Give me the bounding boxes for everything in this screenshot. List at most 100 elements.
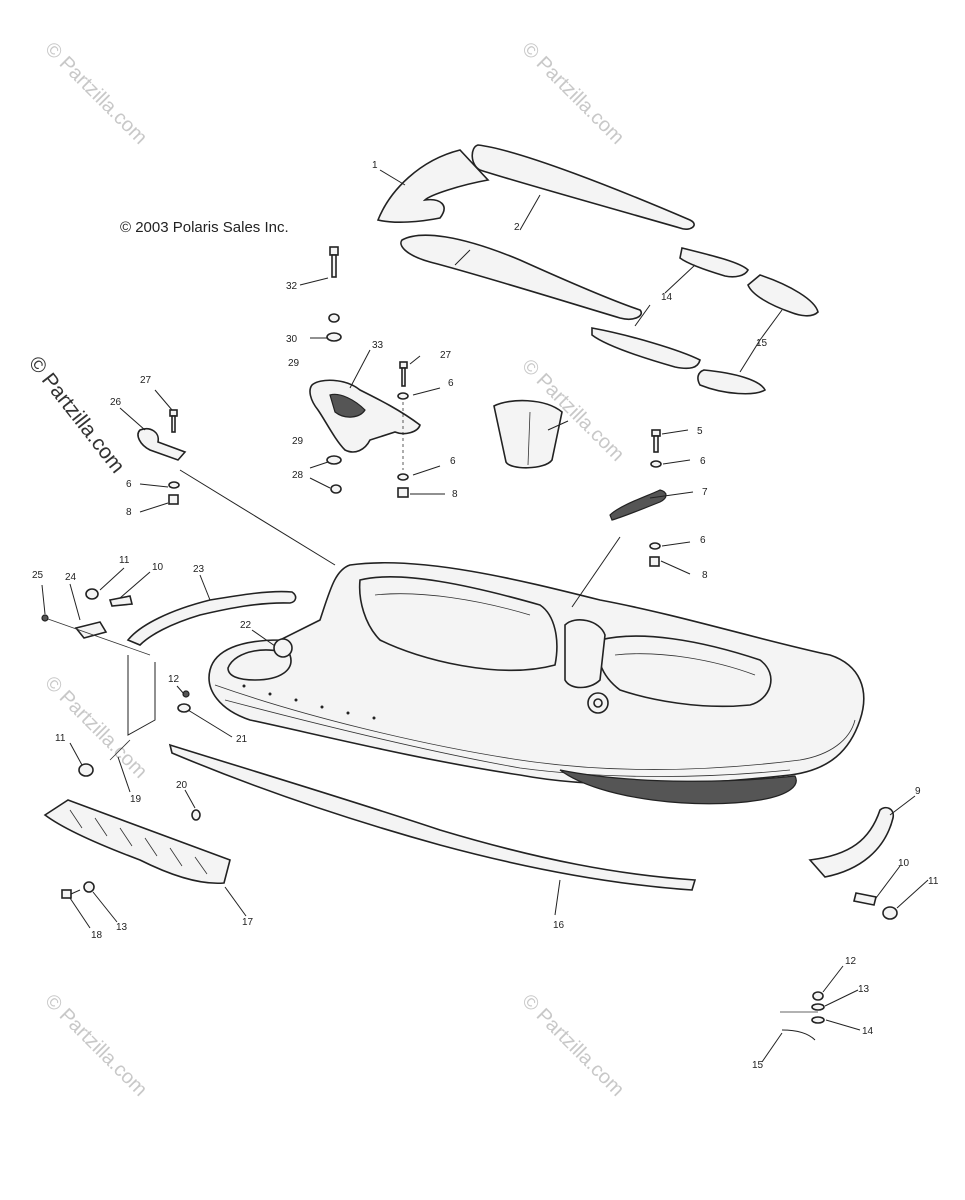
part-9-trim — [808, 806, 895, 878]
part-33-cup — [493, 399, 563, 469]
part-15-link — [781, 1029, 816, 1041]
label-6-right-lower: 6 — [700, 535, 706, 546]
label-21: 21 — [236, 734, 248, 745]
part-28-nut — [330, 484, 342, 494]
part-33-cup-seam — [527, 411, 531, 466]
leader-lines — [41, 169, 929, 1063]
label-29: 29 — [288, 358, 300, 369]
label-12-right: 12 — [845, 956, 857, 967]
label-8-left: 8 — [126, 507, 132, 518]
label-32: 33 — [372, 340, 384, 351]
label-9: 9 — [915, 786, 921, 797]
assembly-line — [47, 618, 151, 656]
label-18: 18 — [91, 930, 103, 941]
part-4-tail-mat-lower — [697, 369, 767, 395]
part-27-bolt-shank — [171, 415, 176, 433]
part-8-nut — [397, 487, 409, 498]
part-4-tail-mat-upper — [747, 274, 819, 317]
part-32-bracket-cavity — [329, 393, 366, 418]
part-6-washer — [650, 460, 662, 468]
label-28: 28 — [292, 470, 304, 481]
part-18-bolt-head — [61, 889, 72, 899]
part-14-washer — [811, 1016, 825, 1024]
label-6-left: 6 — [126, 479, 132, 490]
label-22: 22 — [240, 620, 252, 631]
part-27-bolt-shank — [401, 367, 406, 387]
label-3: 14 — [661, 292, 673, 303]
label-27: 27 — [440, 350, 452, 361]
part-26-bracket — [137, 427, 187, 461]
part-13-washer — [83, 881, 95, 893]
part-8-nut — [168, 494, 179, 505]
part-11-nut — [85, 588, 99, 600]
part-25-screw — [41, 614, 49, 622]
label-24: 24 — [65, 572, 77, 583]
part-18-bolt-shank — [70, 889, 81, 895]
hull — [208, 561, 865, 805]
part-17-grate — [43, 799, 231, 885]
part-31-bolt-head — [329, 246, 339, 256]
label-23: 23 — [193, 564, 205, 575]
label-6: 6 — [448, 378, 454, 389]
label-7: 7 — [702, 487, 708, 498]
part-27-bolt-head — [169, 409, 178, 417]
part-12-screw — [182, 690, 190, 698]
part-10-fastener — [853, 892, 877, 906]
part-6-washer — [397, 473, 409, 481]
part-30-nut — [328, 313, 340, 323]
label-17: 17 — [242, 917, 254, 928]
label-30: 30 — [286, 334, 298, 345]
label-14: 14 — [862, 1026, 874, 1037]
part-11-nut — [78, 763, 94, 777]
part-7-strap — [609, 489, 667, 521]
part-20-plug — [191, 809, 201, 821]
part-3-rear-mat-lower — [591, 327, 701, 370]
part-11-nut — [882, 906, 898, 920]
label-13-right: 13 — [858, 984, 870, 995]
label-4: 15 — [756, 338, 768, 349]
label-5: 5 — [697, 426, 703, 437]
label-2: 2 — [514, 222, 520, 233]
label-11-lower: 11 — [55, 733, 66, 744]
part-6-washer — [397, 392, 409, 400]
part-29-washer-lower — [326, 455, 342, 465]
label-12: 12 — [168, 674, 180, 685]
label-26: 26 — [110, 397, 122, 408]
part-23-rail — [126, 590, 297, 646]
part-10-fastener — [108, 595, 134, 607]
label-16: 16 — [553, 920, 565, 931]
part-6-washer — [168, 481, 180, 489]
label-6-lower: 6 — [450, 456, 456, 467]
callout-labels: 1 2 14 15 32 30 29 33 27 6 29 28 6 8 5 6… — [32, 160, 939, 1071]
part-2-side-mat-lower — [400, 234, 642, 320]
part-32-bracket — [309, 379, 421, 453]
label-6-right: 6 — [700, 456, 706, 467]
part-12-nut — [812, 991, 824, 1001]
label-10: 10 — [152, 562, 164, 573]
part-8-nut — [649, 556, 660, 567]
part-3-rear-mat-upper — [679, 247, 749, 278]
part-5-bolt-shank — [653, 435, 659, 453]
part-31-bolt-shank — [331, 254, 337, 278]
label-27-left: 27 — [140, 375, 152, 386]
label-8-right: 8 — [702, 570, 708, 581]
part-27-bolt-head — [399, 361, 408, 369]
label-13: 13 — [116, 922, 128, 933]
label-1: 1 — [372, 160, 378, 171]
part-13-washer — [811, 1003, 825, 1011]
label-11-right: 11 — [928, 876, 939, 887]
part-24-clip — [74, 621, 108, 639]
part-21-grommet — [177, 703, 191, 713]
part-6-washer — [649, 542, 661, 550]
label-29-lower: 29 — [292, 436, 304, 447]
part-17-grate-ribs — [69, 809, 208, 875]
part-16-rub-rail — [168, 743, 697, 891]
label-11: 11 — [119, 555, 130, 566]
label-25: 25 — [32, 570, 44, 581]
label-10-right: 10 — [898, 858, 910, 869]
label-31: 32 — [286, 281, 298, 292]
label-20: 20 — [176, 780, 188, 791]
label-15: 15 — [752, 1060, 764, 1071]
